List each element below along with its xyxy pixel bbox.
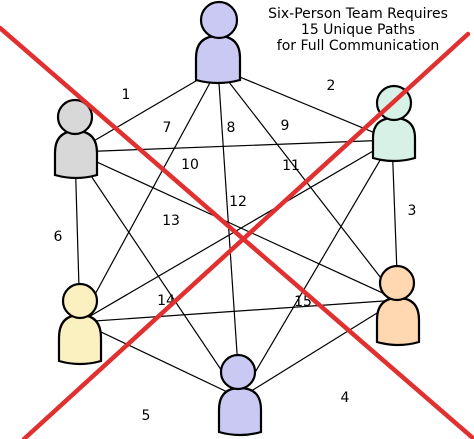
edge-13 <box>74 151 399 301</box>
person-body <box>217 386 263 437</box>
person-top <box>194 0 242 85</box>
edge-8 <box>217 67 241 399</box>
caption-line-3: for Full Communication <box>276 38 440 54</box>
diagram-caption: Six-Person Team Requires 15 Unique Paths… <box>248 6 468 54</box>
edge-12 <box>239 139 393 399</box>
edge-label-13: 13 <box>162 213 180 229</box>
caption-line-2: 15 Unique Paths <box>300 22 416 38</box>
edge-7 <box>79 67 219 323</box>
person-lower-right <box>375 264 421 347</box>
person-upper-left <box>53 98 99 180</box>
red-x-stroke-1 <box>0 25 474 439</box>
edge-4 <box>239 299 399 399</box>
person-lower-left <box>57 282 103 366</box>
edge-10 <box>74 139 393 153</box>
edge-label-5: 5 <box>142 408 151 424</box>
person-head <box>56 98 94 136</box>
edge-label-1: 1 <box>122 87 131 103</box>
person-head <box>199 0 239 40</box>
edge-label-4: 4 <box>341 390 350 406</box>
edge-label-6: 6 <box>54 229 63 245</box>
edge-14 <box>74 151 241 399</box>
person-head <box>378 264 416 302</box>
red-x-stroke-2 <box>21 31 471 439</box>
edge-9 <box>217 67 399 301</box>
person-bottom <box>217 353 263 437</box>
caption-line-1: Six-Person Team Requires <box>268 6 448 22</box>
person-upper-right <box>371 84 417 163</box>
person-body <box>375 296 421 347</box>
edge-label-9: 9 <box>281 118 290 134</box>
edge-label-10: 10 <box>181 157 199 173</box>
person-head <box>61 282 99 320</box>
edge-label-8: 8 <box>227 120 236 136</box>
edge-label-7: 7 <box>163 120 172 136</box>
red-x-mark <box>0 25 474 439</box>
edge-1 <box>74 67 219 153</box>
person-body <box>194 34 242 85</box>
person-body <box>371 116 417 163</box>
person-body <box>53 129 99 180</box>
edge-label-15: 15 <box>294 294 312 310</box>
person-body <box>57 313 103 366</box>
edge-15 <box>79 299 399 323</box>
edge-label-12: 12 <box>229 194 247 210</box>
people-layer <box>53 0 421 437</box>
edge-label-3: 3 <box>408 203 417 219</box>
person-head <box>219 353 257 391</box>
edge-5 <box>79 321 241 399</box>
edge-label-2: 2 <box>327 78 336 94</box>
edge-label-11: 11 <box>282 158 300 174</box>
